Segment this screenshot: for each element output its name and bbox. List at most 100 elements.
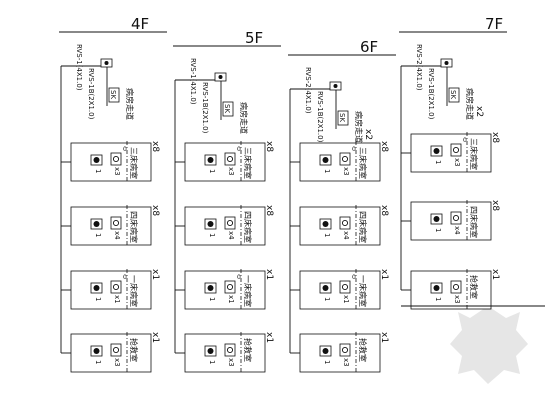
sk-box — [337, 110, 349, 126]
bed-call-button-icon — [341, 219, 349, 227]
bed-count: x1 — [227, 295, 235, 304]
bed-call-button-icon — [226, 283, 234, 291]
floor-label: 4F — [131, 15, 149, 33]
room-multiplier: x8 — [490, 200, 500, 211]
lamp-count: 1 — [208, 297, 216, 301]
sk-label: SK — [109, 90, 117, 99]
master-station-dot-icon — [218, 75, 223, 79]
room-name: 四床病室 — [469, 206, 479, 238]
bed-call-unit-icon — [110, 343, 122, 357]
floor-label: 7F — [485, 15, 503, 33]
room-multiplier: x1 — [150, 332, 160, 343]
door-lamp-dot-icon — [433, 216, 440, 222]
bell-mark: 0 — [463, 137, 467, 144]
room-multiplier: x8 — [264, 205, 274, 216]
bed-count: x3 — [453, 158, 461, 167]
bell-mark: 0 — [352, 146, 356, 153]
room-name: 三床病室 — [243, 147, 253, 179]
bed-call-unit-icon — [224, 280, 236, 294]
sk-box — [108, 87, 120, 103]
bed-call-unit-icon — [339, 152, 351, 166]
corridor-label: 病房走道 — [354, 111, 364, 143]
room-name: 四床病室 — [243, 211, 253, 243]
door-lamp-dot-icon — [433, 148, 440, 154]
bed-count: x1 — [113, 295, 121, 304]
bed-call-button-icon — [341, 283, 349, 291]
room-name: 三床病室 — [358, 147, 368, 179]
room-name: 抢救室 — [129, 338, 139, 362]
bed-call-unit-icon — [110, 216, 122, 230]
bed-call-button-icon — [341, 155, 349, 163]
bed-call-button-icon — [226, 219, 234, 227]
bed-count: x1 — [342, 295, 350, 304]
bed-call-unit-icon — [224, 216, 236, 230]
master-station-dot-icon — [444, 61, 449, 65]
bed-count: x3 — [342, 167, 350, 176]
room-multiplier: x1 — [264, 269, 274, 280]
lamp-count: 1 — [208, 169, 216, 173]
bed-count: x3 — [227, 358, 235, 367]
room-multiplier: x1 — [490, 269, 500, 280]
cable-top-label: RVS-2(4X1.0) — [415, 44, 423, 91]
bell-mark: 0 — [123, 274, 127, 281]
lamp-count: 1 — [434, 228, 442, 232]
bed-call-unit-icon — [339, 216, 351, 230]
bed-count: x4 — [342, 231, 350, 240]
bell-mark: 0 — [352, 274, 356, 281]
bed-count: x3 — [342, 358, 350, 367]
bed-call-unit-icon — [224, 343, 236, 357]
bed-call-unit-icon — [110, 152, 122, 166]
room-multiplier: x8 — [490, 132, 500, 143]
sk-label: SK — [449, 90, 457, 99]
lamp-count: 1 — [208, 233, 216, 237]
room-multiplier: x8 — [150, 205, 160, 216]
door-lamp-dot-icon — [207, 348, 214, 354]
room-box — [70, 270, 152, 310]
corridor-multiplier: x2 — [363, 129, 373, 140]
bed-call-button-icon — [112, 155, 120, 163]
room-name: 抢救室 — [469, 275, 479, 299]
cable-bottom-label: RVS-1B(2X1.0) — [316, 91, 324, 143]
room-name: 三床病室 — [129, 147, 139, 179]
floor-label: 5F — [245, 29, 263, 47]
master-station-dot-icon — [104, 61, 109, 65]
bed-count: x4 — [453, 226, 461, 235]
room-name: 抢救室 — [358, 338, 368, 362]
bed-count: x3 — [113, 167, 121, 176]
room-name: 四床病室 — [358, 211, 368, 243]
sk-label: SK — [223, 104, 231, 113]
door-lamp-dot-icon — [322, 157, 329, 163]
door-lamp-dot-icon — [93, 157, 100, 163]
lamp-count: 1 — [323, 169, 331, 173]
lamp-count: 1 — [94, 297, 102, 301]
door-lamp-dot-icon — [207, 221, 214, 227]
floor-label: 6F — [360, 38, 378, 56]
master-station-dot-icon — [333, 84, 338, 88]
sk-box — [222, 101, 234, 117]
sk-label: SK — [338, 113, 346, 122]
room-multiplier: x1 — [379, 332, 389, 343]
lamp-count: 1 — [94, 360, 102, 364]
door-lamp-dot-icon — [93, 221, 100, 227]
cable-top-label: RVS-1(4X1.0) — [75, 44, 83, 91]
door-lamp-dot-icon — [207, 157, 214, 163]
corridor-label: 病房走道 — [239, 102, 249, 134]
bed-count: x4 — [113, 231, 121, 240]
room-name: 一床病室 — [358, 275, 368, 307]
bed-call-unit-icon — [339, 280, 351, 294]
bed-call-unit-icon — [224, 152, 236, 166]
door-lamp-dot-icon — [207, 285, 214, 291]
bed-call-button-icon — [452, 146, 460, 154]
